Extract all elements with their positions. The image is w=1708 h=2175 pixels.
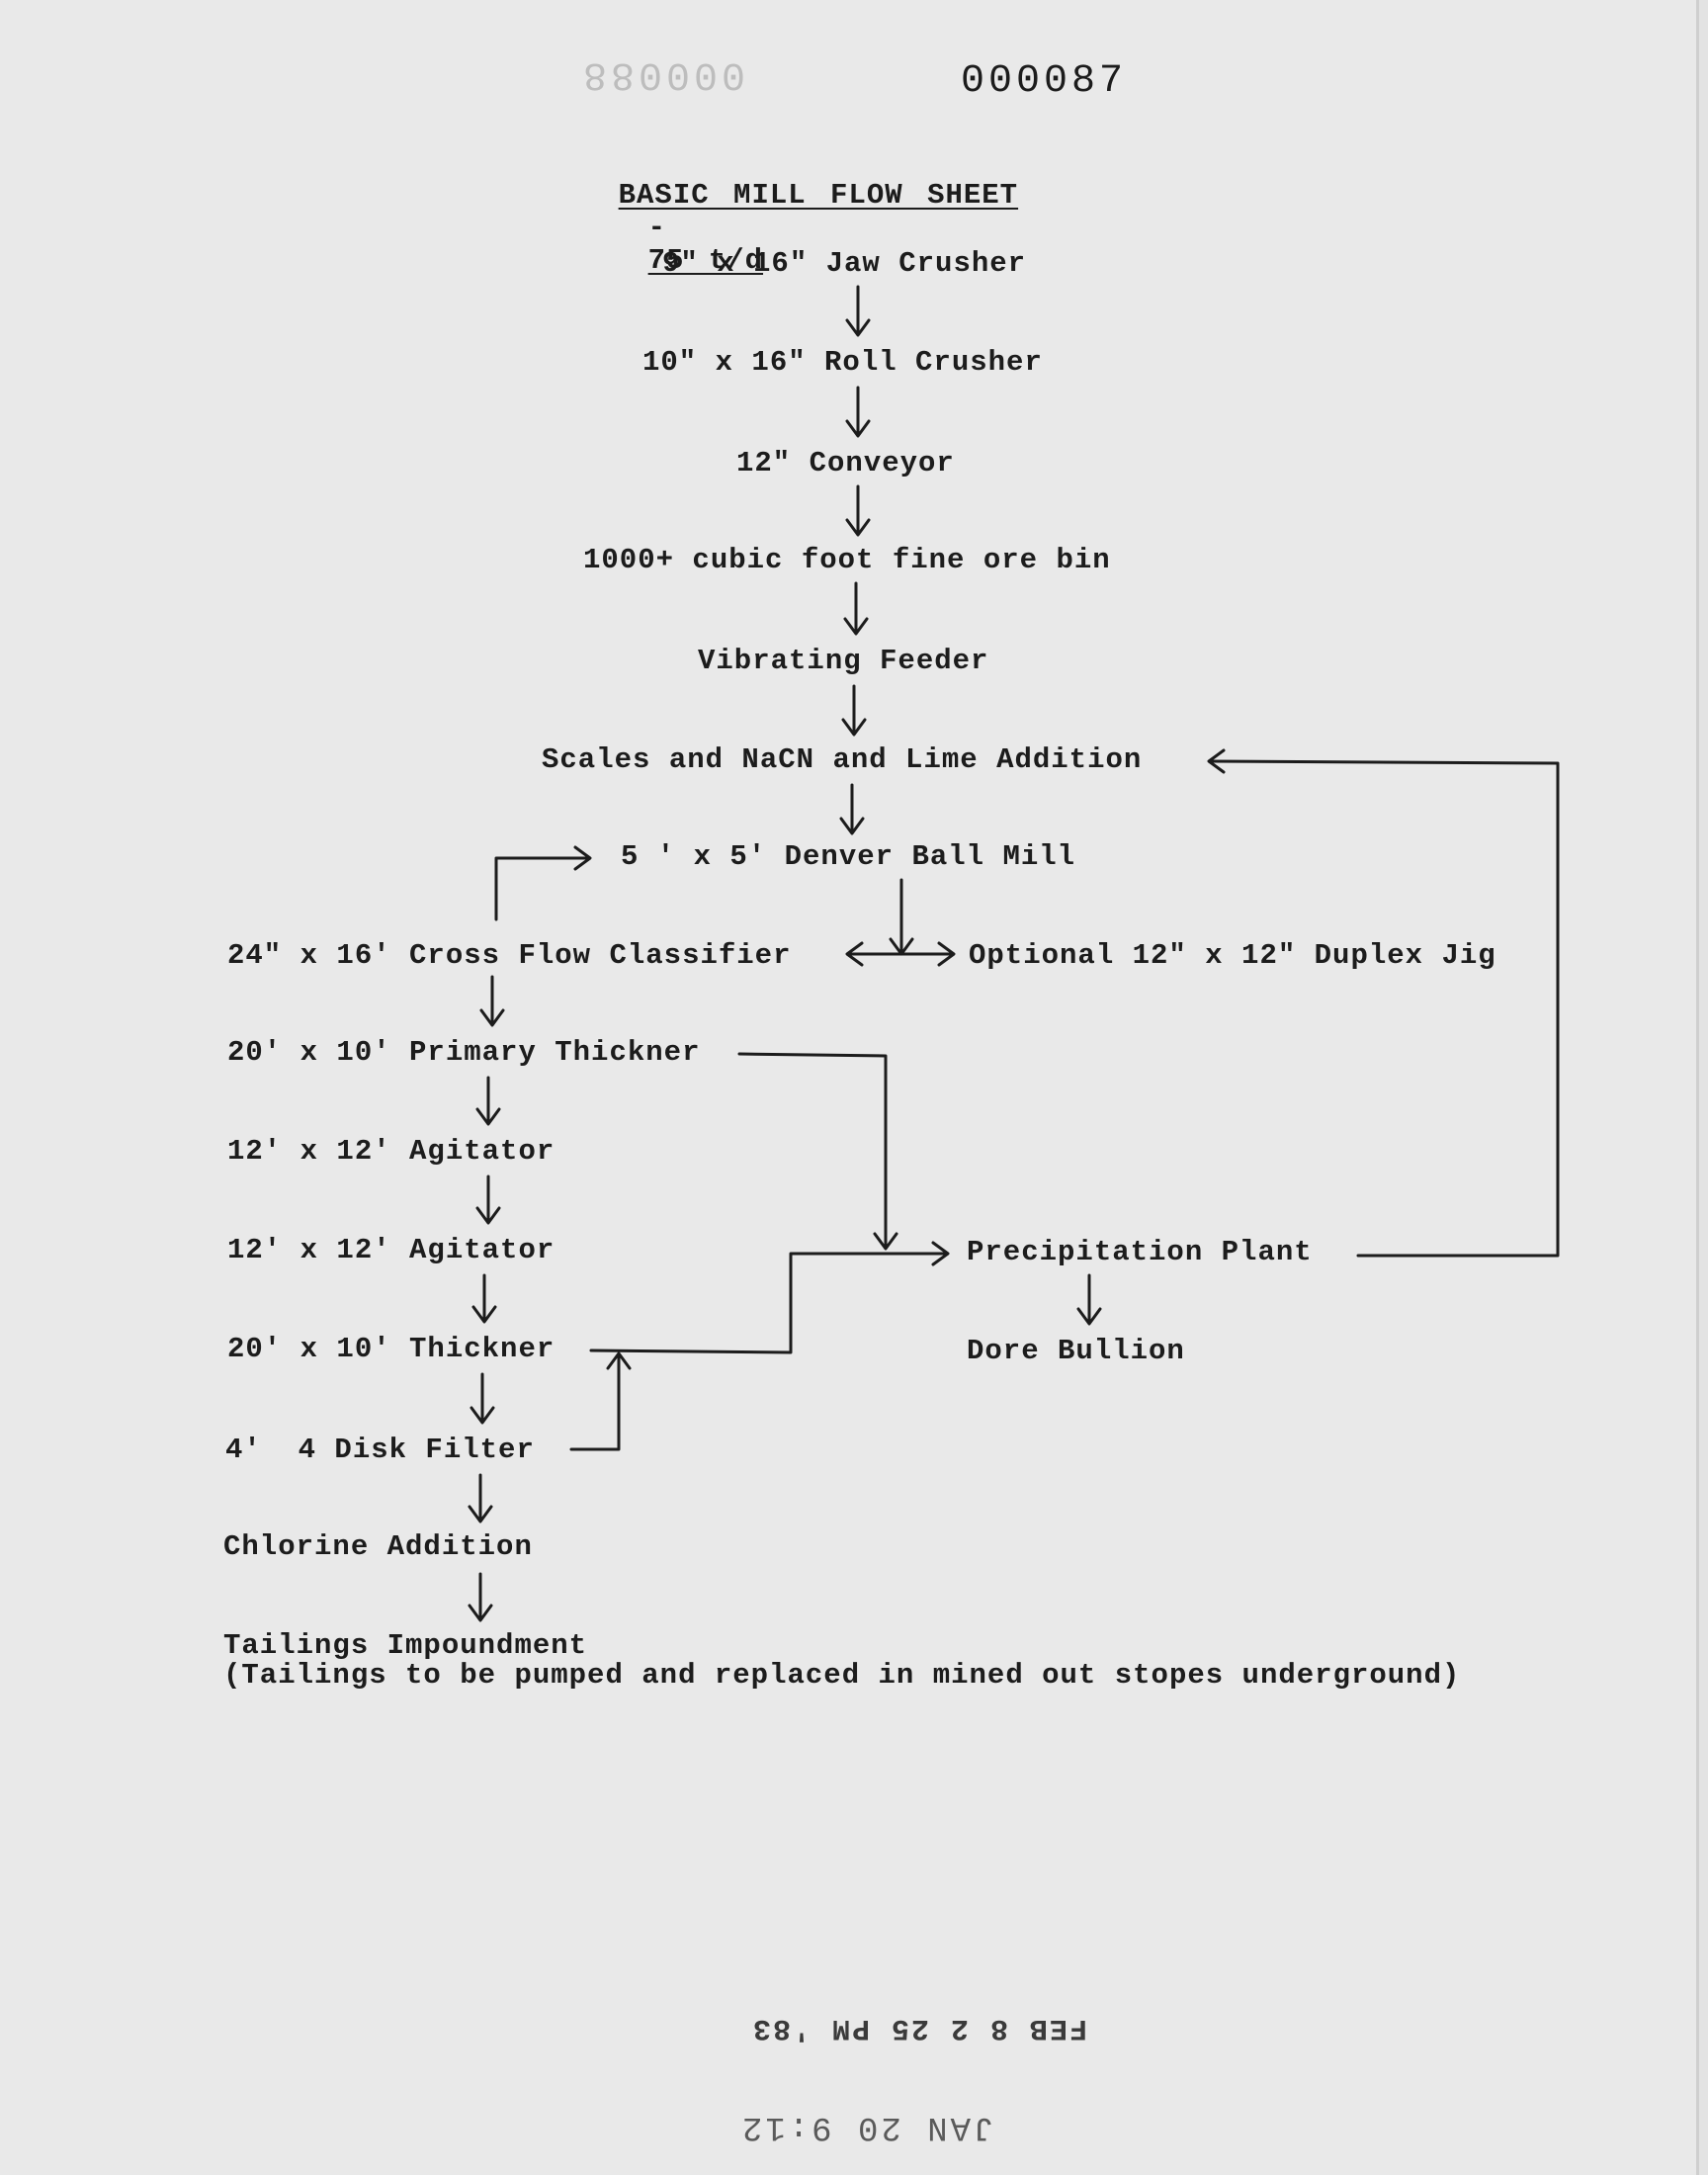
- arrow-filter-to-chlorine: [468, 1473, 493, 1523]
- arrow-scales-to-mill: [839, 783, 865, 835]
- arrow-jaw-to-roll: [845, 285, 871, 337]
- node-roll-crusher: 10" x 16" Roll Crusher: [642, 346, 1043, 379]
- node-conveyor: 12" Conveyor: [736, 447, 955, 479]
- arrow-precipitation-to-dore: [1076, 1273, 1102, 1326]
- node-agitator-2: 12' x 12' Agitator: [227, 1234, 555, 1266]
- arrow-precipitation-to-scales: [1207, 748, 1560, 1258]
- arrow-classifier-to-mill: [494, 845, 592, 921]
- node-tailings-note: (Tailings to be pumped and replaced in m…: [223, 1659, 1461, 1692]
- node-dore-bullion: Dore Bullion: [967, 1335, 1185, 1367]
- arrow-feeder-to-scales: [841, 684, 867, 737]
- arrow-agitator1-to-agitator2: [475, 1174, 501, 1225]
- arrow-mill-to-junction: [889, 878, 914, 956]
- title-main: BASIC MILL FLOW SHEET: [618, 179, 1019, 212]
- title-dash: -: [647, 212, 667, 244]
- node-agitator-1: 12' x 12' Agitator: [227, 1135, 555, 1168]
- arrow-conveyor-to-bin: [845, 484, 871, 537]
- received-stamp-2: JAN 20 9:12: [739, 2108, 994, 2145]
- received-stamp: FEB 8 2 25 PM '83: [751, 2011, 1088, 2044]
- arrow-thickener-to-precipitation: [589, 1241, 950, 1354]
- arrow-filter-to-thickener-line: [569, 1351, 632, 1451]
- node-precipitation-plant: Precipitation Plant: [967, 1236, 1313, 1268]
- page-title: BASIC MILL FLOW SHEET - 75 t/d: [546, 146, 1018, 309]
- node-thickener: 20' x 10' Thickner: [227, 1333, 555, 1365]
- arrow-junction-to-classifier: [845, 941, 903, 967]
- node-tailings: Tailings Impoundment: [223, 1629, 588, 1662]
- node-duplex-jig: Optional 12" x 12" Duplex Jig: [969, 939, 1496, 972]
- arrow-classifier-to-primary: [479, 975, 505, 1027]
- node-jaw-crusher: 9" x 16" Jaw Crusher: [662, 247, 1027, 280]
- arrow-junction-to-jig: [899, 941, 956, 967]
- arrow-agitator2-to-thickener: [471, 1273, 497, 1324]
- node-scales: Scales and NaCN and Lime Addition: [542, 743, 1143, 776]
- node-classifier: 24" x 16' Cross Flow Classifier: [227, 939, 792, 972]
- title-rate: 75 t/d: [647, 244, 764, 277]
- arrow-primary-to-agitator1: [475, 1076, 501, 1126]
- node-primary-thickener: 20' x 10' Primary Thickner: [227, 1036, 701, 1069]
- arrow-primary-to-precipitation: [737, 1052, 898, 1251]
- doc-number: 000087: [961, 59, 1128, 104]
- node-ball-mill: 5 ' x 5' Denver Ball Mill: [621, 840, 1076, 873]
- arrow-roll-to-conveyor: [845, 386, 871, 438]
- arrow-chlorine-to-tailings: [468, 1572, 493, 1622]
- node-disk-filter: 4' 4 Disk Filter: [225, 1434, 535, 1466]
- arrow-thickener-to-filter: [470, 1372, 495, 1425]
- node-vibrating-feeder: Vibrating Feeder: [698, 645, 989, 677]
- node-chlorine: Chlorine Addition: [223, 1530, 533, 1563]
- node-fine-ore-bin: 1000+ cubic foot fine ore bin: [583, 544, 1111, 576]
- arrow-bin-to-feeder: [843, 581, 869, 636]
